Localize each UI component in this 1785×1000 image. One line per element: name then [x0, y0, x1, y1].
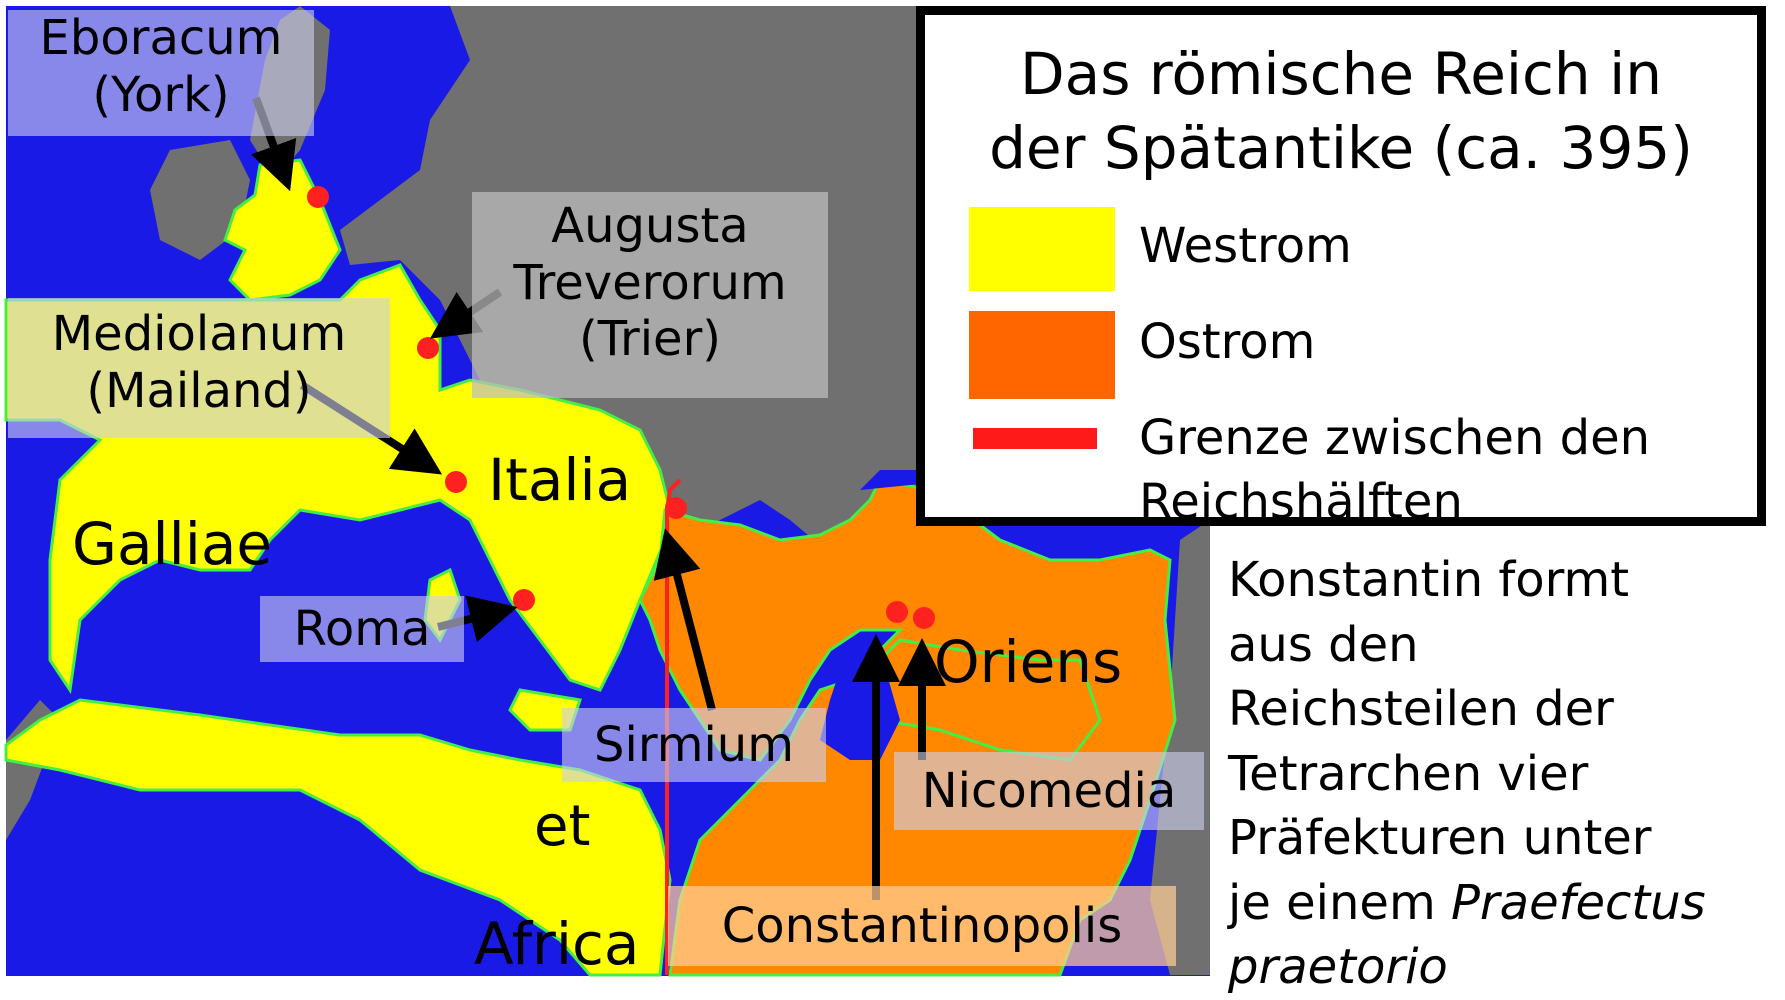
arrow-sirmium	[653, 528, 716, 712]
label-constantinopolis: Constantinopolis	[668, 886, 1176, 966]
city-dot-constantinopolis	[886, 601, 908, 623]
legend-title-line1: Das römische Reich in	[1020, 40, 1662, 108]
caption-line-5: Präfekturen unter	[1228, 810, 1652, 867]
label-mediolanum: Mediolanum (Mailand)	[8, 298, 390, 438]
prefecture-galliae: Galliae	[72, 510, 273, 578]
caption-term-praefectus: Praefectus	[1450, 874, 1706, 931]
city-dot-nicomedia	[913, 607, 935, 629]
caption-line-2: aus den	[1228, 616, 1419, 673]
prefecture-italia: Italia	[488, 446, 632, 514]
label-eboracum: Eboracum (York)	[8, 10, 314, 136]
city-markers	[307, 186, 935, 629]
label-augusta-line2: Treverorum	[513, 254, 787, 311]
prefecture-oriens: Oriens	[934, 628, 1123, 696]
label-augusta-line3: (Trier)	[578, 311, 722, 368]
legend-label-ostrom: Ostrom	[1139, 314, 1316, 370]
caption-line-6: je einem Praefectus	[1228, 871, 1783, 936]
label-nicomedia: Nicomedia	[894, 752, 1204, 830]
prefecture-africa: Africa	[474, 910, 640, 978]
label-sirmium-text: Sirmium	[594, 717, 794, 773]
legend-swatch-westrom	[969, 207, 1115, 291]
city-dot-eboracum	[307, 186, 329, 208]
label-augusta-treverorum: Augusta Treverorum (Trier)	[472, 192, 828, 398]
label-eboracum-line1: Eboracum	[39, 10, 283, 66]
prefecture-et: et	[534, 794, 591, 859]
label-sirmium: Sirmium	[562, 708, 826, 782]
city-dot-sirmium	[665, 497, 687, 519]
caption-line-6-prefix: je einem	[1228, 874, 1451, 931]
label-eboracum-line2: (York)	[92, 66, 230, 123]
caption-line-7: praetorio	[1228, 935, 1783, 1000]
legend-title: Das römische Reich in der Spätantike (ca…	[925, 37, 1757, 185]
label-augusta-line1: Augusta	[551, 198, 749, 254]
legend-swatch-border	[973, 428, 1097, 449]
label-nicomedia-text: Nicomedia	[921, 763, 1177, 819]
label-roma: Roma	[260, 596, 464, 662]
label-constantinopolis-text: Constantinopolis	[721, 898, 1123, 954]
legend-label-border-line1: Grenze zwischen den	[1139, 410, 1651, 466]
caption-term-praetorio: praetorio	[1228, 939, 1448, 996]
legend-label-westrom: Westrom	[1139, 218, 1352, 274]
caption-line-1: Konstantin formt	[1228, 552, 1630, 608]
caption: Konstantin formt aus den Reichsteilen de…	[1228, 548, 1783, 1000]
legend: Das römische Reich in der Spätantike (ca…	[916, 6, 1766, 530]
legend-label-border: Grenze zwischen den Reichshälften	[1139, 407, 1650, 535]
caption-line-4: Tetrarchen vier	[1228, 745, 1589, 802]
label-mediolanum-line1: Mediolanum	[51, 306, 347, 362]
legend-label-border-line2: Reichshälften	[1139, 473, 1463, 530]
caption-line-3: Reichsteilen der	[1228, 681, 1614, 738]
label-mediolanum-line2: (Mailand)	[86, 362, 312, 419]
city-dot-mediolanum	[445, 471, 467, 493]
legend-title-line2: der Spätantike (ca. 395)	[989, 114, 1693, 183]
city-dot-roma	[513, 589, 535, 611]
label-roma-text: Roma	[293, 601, 431, 657]
city-dot-trier	[417, 337, 439, 359]
legend-swatch-ostrom	[969, 311, 1115, 399]
